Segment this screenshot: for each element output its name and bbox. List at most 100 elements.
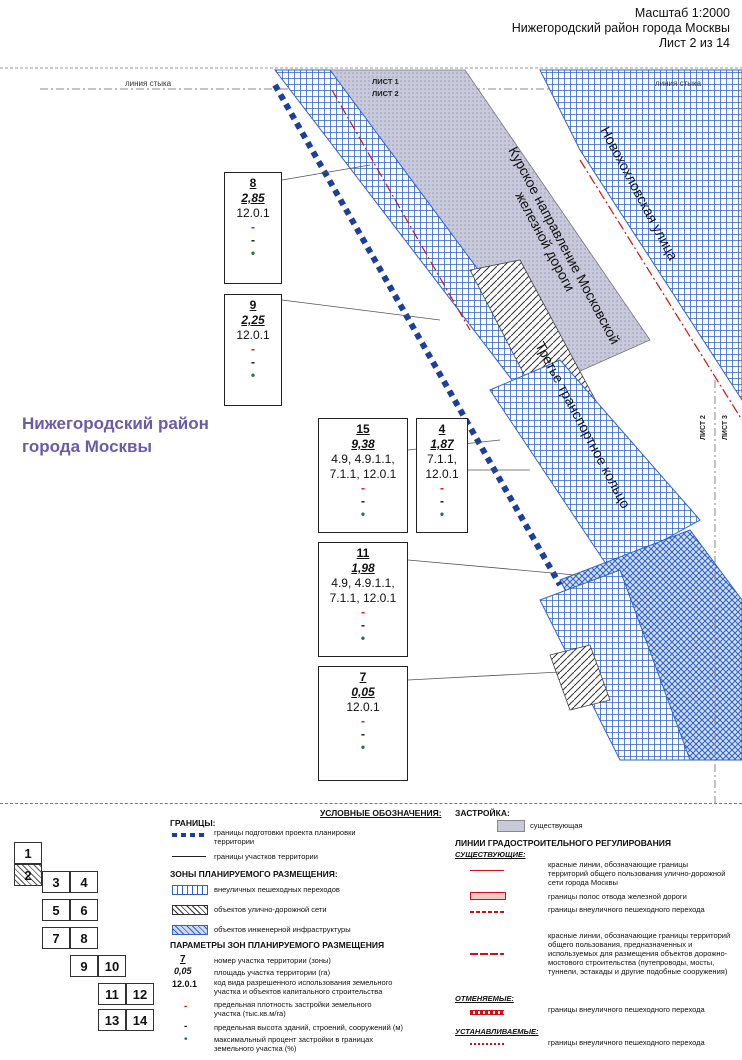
parcel-border-swatch (172, 856, 206, 857)
parcel-code: 7.1.1, 12.0.1 (329, 467, 397, 481)
legend-l-ped-cancel: границы внеуличного пешеходного перехода (548, 1005, 705, 1014)
index-cell-10[interactable]: 10 (98, 955, 126, 977)
ped-set-swatch (470, 1043, 504, 1045)
parcel-code: 4.9, 4.9.1.1, (331, 576, 395, 590)
parcel-code: 4.9, 4.9.1.1, (331, 452, 395, 466)
ped-cancel-swatch (470, 1010, 504, 1015)
index-cell-12[interactable]: 12 (126, 983, 154, 1005)
sheet-2-label: ЛИСТ 2 (372, 89, 399, 98)
index-cell-4[interactable]: 4 (70, 871, 98, 893)
leader-line (407, 671, 561, 681)
parcel-box-4[interactable]: 4 1,87 7.1.1, 12.0.1 - - • (416, 418, 468, 533)
parcel-number: 11 (356, 546, 370, 560)
height-marker: - (361, 494, 365, 508)
index-cell-7[interactable]: 7 (42, 927, 70, 949)
percent-marker: • (360, 631, 366, 645)
index-cell-14[interactable]: 14 (126, 1009, 154, 1031)
legend-l-red2: красные линии, обозначающие границы терр… (548, 931, 731, 976)
legend-zone-ped: внеуличных пешеходных переходов (214, 885, 340, 894)
height-marker: - (440, 494, 444, 508)
parcel-area: 1,98 (351, 561, 375, 575)
density-marker-sample: - (184, 1001, 188, 1012)
legend-build-existing: существующая (530, 821, 583, 830)
rail-line-swatch (470, 892, 506, 900)
parcel-area: 2,25 (241, 313, 265, 327)
red-line (579, 159, 742, 421)
legend-l-ped-set: границы внеуличного пешеходного перехода (548, 1038, 705, 1047)
parcel-7-zone (549, 644, 611, 711)
legend-zones-heading: ЗОНЫ ПЛАНИРУЕМОГО РАЗМЕЩЕНИЯ: (170, 869, 338, 879)
index-cell-8[interactable]: 8 (70, 927, 98, 949)
joint-label-left: линия стыка (125, 79, 172, 88)
parcel-area: 1,87 (430, 437, 454, 451)
legend-params-heading: ПАРАМЕТРЫ ЗОН ПЛАНИРУЕМОГО РАЗМЕЩЕНИЯ (170, 940, 385, 950)
district-label: Нижегородский район города Москвы (22, 414, 209, 456)
road-zone-swatch (172, 905, 208, 915)
height-marker-sample: - (184, 1021, 188, 1032)
legend-existing-heading: СУЩЕСТВУЮЩИЕ: (455, 850, 526, 859)
project-border-swatch (172, 833, 206, 837)
density-marker: - (251, 220, 255, 234)
legend-l-rail: границы полос отвода железной дороги (548, 892, 687, 901)
legend-set-heading: УСТАНАВЛИВАЕМЫЕ: (455, 1027, 539, 1036)
legend-title: УСЛОВНЫЕ ОБОЗНАЧЕНИЯ: (320, 808, 442, 818)
index-cell-2[interactable]: 2 (14, 864, 42, 886)
percent-marker-sample: • (184, 1034, 188, 1045)
parcel-box-7[interactable]: 7 0,05 12.0.1 - - • (318, 666, 408, 781)
map-district: Нижегородский район города Москвы (511, 21, 730, 35)
sample-area: 0,05 (174, 966, 192, 976)
index-cell-13[interactable]: 13 (98, 1009, 126, 1031)
leader-line (281, 299, 441, 321)
legend-lines-heading: ЛИНИИ ГРАДОСТРОИТЕЛЬНОГО РЕГУЛИРОВАНИЯ (455, 838, 671, 848)
legend-zone-eng: объектов инженерной инфраструктуры (214, 925, 351, 934)
parcel-box-9[interactable]: 9 2,25 12.0.1 - - • (224, 294, 282, 406)
parcel-box-11[interactable]: 11 1,98 4.9, 4.9.1.1, 7.1.1, 12.0.1 - - … (318, 542, 408, 657)
legend-p-num: номер участка территории (зоны) (214, 956, 331, 965)
index-cell-3[interactable]: 3 (42, 871, 70, 893)
parcel-number: 4 (438, 422, 446, 436)
index-cell-5[interactable]: 5 (42, 899, 70, 921)
legend-border-project: границы подготовки проекта планировки те… (214, 828, 356, 846)
index-cell-1[interactable]: 1 (14, 842, 42, 864)
sheet-1-label: ЛИСТ 1 (372, 77, 399, 86)
legend-l-red: красные линии, обозначающие границы терр… (548, 860, 726, 887)
sheet-2b-label: ЛИСТ 2 (700, 415, 707, 440)
red-line-swatch (470, 870, 504, 871)
map-canvas: линия стыка линия стыка ЛИСТ 1 ЛИСТ 2 ЛИ… (0, 67, 742, 803)
legend-cancel-heading: ОТМЕНЯЕМЫЕ: (455, 994, 514, 1003)
parcel-box-15[interactable]: 15 9,38 4.9, 4.9.1.1, 7.1.1, 12.0.1 - - … (318, 418, 408, 533)
index-cell-9[interactable]: 9 (70, 955, 98, 977)
percent-marker: • (439, 507, 445, 521)
parcel-code: 12.0.1 (236, 328, 270, 342)
parcel-code: 7.1.1, 12.0.1 (329, 591, 397, 605)
legend-p-density: предельная плотность застройки земельног… (214, 1000, 372, 1018)
density-marker: - (440, 481, 444, 495)
density-marker: - (361, 714, 365, 728)
ring-road-zone (489, 359, 701, 571)
index-cell-6[interactable]: 6 (70, 899, 98, 921)
sheet-3-label: ЛИСТ 3 (722, 415, 729, 440)
legend-borders-heading: ГРАНИЦЫ: (170, 818, 216, 828)
red-line-2-swatch (470, 953, 504, 955)
parcel-area: 2,85 (241, 191, 265, 205)
index-cell-11[interactable]: 11 (98, 983, 126, 1005)
parcel-code: 7.1.1, (426, 452, 458, 466)
parcel-area: 0,05 (351, 685, 375, 699)
parcel-box-8[interactable]: 8 2,85 12.0.1 - - • (224, 172, 282, 284)
density-marker: - (361, 481, 365, 495)
height-marker: - (361, 618, 365, 632)
parcel-number: 9 (249, 298, 257, 312)
percent-marker: • (250, 246, 256, 260)
leader-line (407, 559, 576, 576)
map-header: Масштаб 1:2000 Нижегородский район город… (512, 6, 730, 51)
leader-line (281, 164, 371, 181)
ped-zone-swatch (172, 885, 208, 895)
legend-zone-road: объектов улично-дорожной сети (214, 905, 327, 914)
parcel-code: 12.0.1 (425, 467, 459, 481)
project-border (272, 83, 563, 587)
legend-p-percent: максимальный процент застройки в граница… (214, 1035, 374, 1053)
legend-l-ped: границы внеуличного пешеходного перехода (548, 905, 705, 914)
legend-p-height: предельная высота зданий, строений, соор… (214, 1023, 404, 1032)
map-scale: Масштаб 1:2000 (634, 6, 730, 20)
parcel-number: 15 (356, 422, 370, 436)
